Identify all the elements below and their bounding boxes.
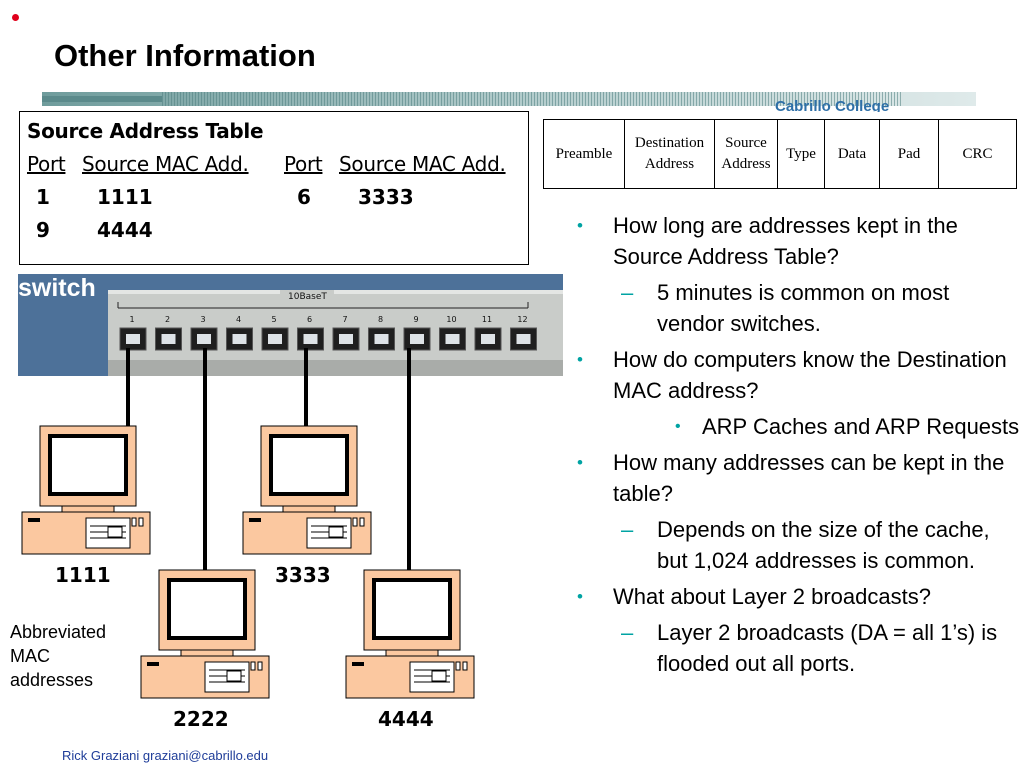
- sat-row1-mac-b: 3333: [358, 185, 414, 209]
- bullet-list: • How long are addresses kept in the Sour…: [574, 210, 1022, 684]
- computer-2222: [139, 568, 271, 700]
- bullet-text: How long are addresses kept in the Sourc…: [613, 213, 958, 269]
- switch-port-number: 3: [200, 315, 205, 324]
- title-bullet-dot: [12, 14, 19, 21]
- bullet-item-level-1: • How many addresses can be kept in the t…: [574, 447, 1022, 509]
- switch-port-number: 10: [446, 315, 456, 324]
- sat-row2-mac-a: 4444: [97, 218, 153, 242]
- bullet-marker: •: [577, 216, 583, 235]
- sat-header-mac-1: Source MAC Add.: [82, 152, 249, 176]
- sat-row1-port-b: 6: [297, 185, 311, 209]
- bullet-marker: –: [621, 620, 634, 645]
- switch-port-number: 8: [378, 315, 383, 324]
- bullet-marker: •: [577, 453, 583, 472]
- switch-port-jack: [481, 334, 495, 344]
- frame-field-pad: Pad: [879, 119, 939, 189]
- switch-port-number: 5: [271, 315, 276, 324]
- bullet-marker: –: [621, 517, 634, 542]
- bullet-text: How do computers know the Destination MA…: [613, 347, 1007, 403]
- frame-field-crc: CRC: [938, 119, 1017, 189]
- bullet-text: Depends on the size of the cache, but 1,…: [657, 517, 990, 573]
- bullet-marker: •: [577, 587, 583, 606]
- switch-port-jack: [268, 334, 282, 344]
- switch-port-jack: [410, 334, 424, 344]
- sat-row2-port-a: 9: [36, 218, 50, 242]
- banner-college-text: Cabrillo College: [775, 100, 890, 112]
- switch-port-number: 9: [413, 315, 418, 324]
- bullet-item-level-2: –5 minutes is common on most vendor swit…: [574, 277, 1022, 339]
- bullet-text: Layer 2 broadcasts (DA = all 1’s) is flo…: [657, 620, 998, 676]
- sat-title: Source Address Table: [27, 119, 264, 143]
- switch-port-jack: [339, 334, 353, 344]
- frame-field-type: Type: [777, 119, 825, 189]
- network-diagram: [20, 348, 476, 700]
- switch-port-number: 1: [129, 315, 134, 324]
- header-banner: [42, 92, 976, 106]
- switch-label: switch: [18, 274, 96, 302]
- switch-port-jack: [445, 334, 460, 344]
- switch-port-number: 4: [236, 315, 241, 324]
- abbreviated-mac-note: Abbreviated MAC addresses: [10, 622, 107, 690]
- bullet-marker: –: [621, 280, 634, 305]
- bullet-item-level-1: • What about Layer 2 broadcasts?: [574, 581, 1022, 612]
- bullet-text: 5 minutes is common on most vendor switc…: [657, 280, 950, 336]
- bullet-marker: •: [577, 350, 583, 369]
- bullet-text: How many addresses can be kept in the ta…: [613, 450, 1005, 506]
- bullet-text: What about Layer 2 broadcasts?: [613, 584, 931, 609]
- computer-3333: [241, 424, 373, 556]
- switch-port-jack: [374, 334, 389, 344]
- switch-port-number: 12: [517, 315, 527, 324]
- ethernet-frame: Preamble Destination Address Source Addr…: [543, 119, 1017, 189]
- computer-1111: [20, 424, 152, 556]
- switch-port-number: 7: [342, 315, 347, 324]
- slide-title: Other Information: [54, 38, 316, 73]
- sat-row1-mac-a: 1111: [97, 185, 153, 209]
- switch-port-number: 6: [307, 315, 312, 324]
- switch-port-jack: [516, 334, 531, 344]
- pc-label-2222: 2222: [173, 707, 229, 731]
- pc-label-4444: 4444: [378, 707, 434, 731]
- computer-4444: [344, 568, 476, 700]
- bullet-text: ARP Caches and ARP Requests: [702, 414, 1020, 439]
- source-address-table: [19, 111, 529, 265]
- bullet-item-level-2: –Depends on the size of the cache, but 1…: [574, 514, 1022, 576]
- switch-port-jack: [232, 334, 247, 344]
- pc-label-3333: 3333: [275, 563, 331, 587]
- bullet-item-level-2: –Layer 2 broadcasts (DA = all 1’s) is fl…: [574, 617, 1022, 679]
- pc-label-1111: 1111: [55, 563, 111, 587]
- switch-port-jack: [303, 334, 318, 344]
- switch-port-number: 11: [482, 315, 492, 324]
- bullet-item-level-1: • How do computers know the Destination M…: [574, 344, 1022, 406]
- footer-author: Rick Graziani graziani@cabrillo.edu: [62, 748, 269, 763]
- bullet-marker: •: [675, 418, 681, 435]
- switch-port-number: 2: [165, 315, 170, 324]
- sat-header-mac-2: Source MAC Add.: [339, 152, 506, 176]
- sat-header-port-2: Port: [284, 152, 323, 176]
- frame-field-source: Source Address: [714, 119, 778, 189]
- frame-field-data: Data: [824, 119, 880, 189]
- frame-field-destination: Destination Address: [624, 119, 715, 189]
- switch-port-jack: [197, 334, 211, 344]
- switch-port-jack: [161, 334, 176, 344]
- switch-media-label: 10BaseT: [288, 292, 327, 302]
- bullet-item-level-3: • ARP Caches and ARP Requests: [574, 411, 1022, 442]
- switch-port-jack: [126, 334, 140, 344]
- sat-header-port-1: Port: [27, 152, 66, 176]
- bullet-item-level-1: • How long are addresses kept in the Sour…: [574, 210, 1022, 272]
- sat-row1-port-a: 1: [36, 185, 50, 209]
